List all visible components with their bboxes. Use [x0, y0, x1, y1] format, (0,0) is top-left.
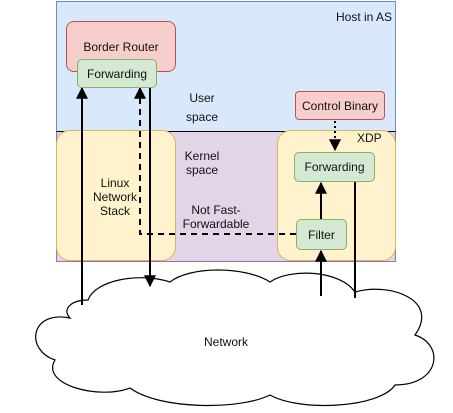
xdp-label: XDP: [357, 131, 382, 145]
user-space-label-line-2: space: [185, 110, 219, 124]
linux-stack-line-1: Linux: [100, 176, 130, 190]
linux-stack-line-3: Stack: [99, 204, 130, 218]
not-fast-line-1: Not Fast-: [191, 203, 241, 217]
kernel-space-label-line-1: Kernel: [184, 149, 220, 163]
router-forwarding-label: Forwarding: [86, 66, 148, 81]
control-binary-box: Control Binary: [295, 91, 385, 120]
kernel-space-label: Kernel space: [170, 149, 234, 177]
xdp-forwarding-box: Forwarding: [294, 152, 375, 182]
control-binary-label: Control Binary: [301, 98, 379, 113]
linux-network-stack-region: [56, 130, 176, 261]
user-space-label: User space: [170, 91, 234, 124]
kernel-space-label-line-2: space: [185, 163, 219, 177]
not-fast-line-2: Forwardable: [182, 217, 250, 231]
network-label: Network: [204, 335, 249, 349]
router-forwarding-box: Forwarding: [77, 59, 157, 88]
user-space-label-line-1: User: [189, 91, 215, 105]
filter-label: Filter: [308, 227, 335, 242]
linux-network-stack-label: Linux Network Stack: [82, 176, 148, 218]
host-label: Host in AS: [336, 10, 393, 24]
dashed-not-fast-forwardable-path: [134, 86, 296, 235]
filter-box: Filter: [296, 219, 347, 250]
xdp-forwarding-label: Forwarding: [304, 160, 365, 174]
network-cloud: [35, 269, 435, 407]
not-fast-forwardable-label: Not Fast- Forwardable: [176, 203, 256, 231]
border-router-label: Border Router: [83, 40, 159, 54]
linux-stack-line-2: Network: [92, 190, 137, 204]
